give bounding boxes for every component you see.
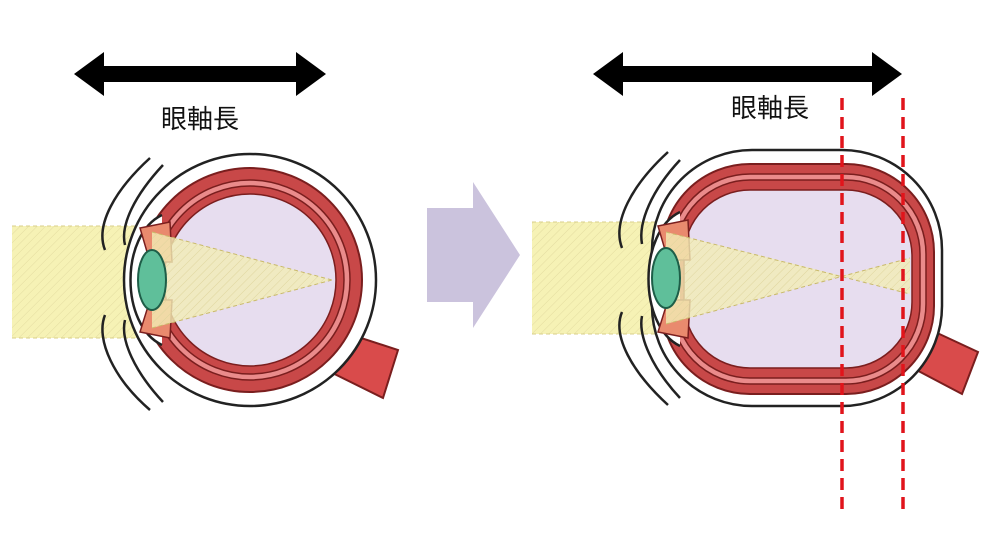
normal-eye: [12, 152, 400, 411]
left-axis-label: 眼軸長: [161, 105, 239, 135]
progression-arrow: [427, 182, 520, 328]
left-axis-arrow: [74, 52, 326, 96]
right-axis-arrow: [593, 52, 902, 96]
right-axis-label: 眼軸長: [731, 94, 809, 124]
elongated-eye: [532, 148, 980, 408]
left-lens: [137, 249, 167, 311]
right-lens: [651, 247, 681, 309]
left-lower-eyelid: [101, 314, 151, 411]
left-upper-eyelid: [101, 157, 151, 251]
